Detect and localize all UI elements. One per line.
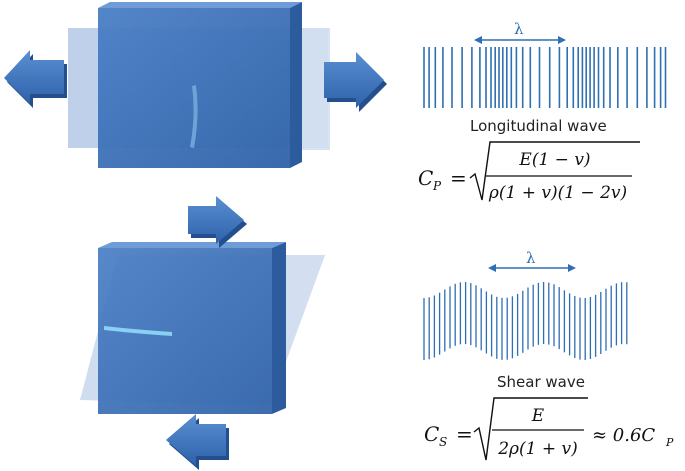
block-side-face — [272, 242, 286, 414]
shear-wave-caption: Shear wave — [497, 373, 585, 391]
arrow-left-icon — [166, 414, 229, 470]
longitudinal-wavelength-label: λ — [514, 20, 524, 38]
longitudinal-wave-caption: Longitudinal wave — [470, 117, 607, 135]
eq-equals: = — [456, 422, 473, 446]
eq-denominator: 2ρ(1 + v) — [497, 439, 578, 459]
block-top-face — [98, 2, 302, 8]
longitudinal-block-group — [4, 2, 387, 168]
eq-lhs: C — [424, 422, 439, 446]
eq-approx: ≈ 0.6C — [592, 425, 655, 446]
eq-lhs-sub: S — [439, 435, 447, 449]
longitudinal-equation: C P = E(1 − v) ρ(1 + v)(1 − 2v) — [418, 141, 640, 203]
shear-wavelength-label: λ — [526, 249, 536, 267]
shear-wave-lines — [423, 282, 628, 360]
block-side-face — [290, 2, 302, 168]
radical-sign — [469, 141, 640, 201]
radical-sign — [473, 397, 588, 461]
block-top-face — [98, 242, 286, 248]
longitudinal-wave-lines — [423, 47, 667, 108]
shear-block-group — [80, 196, 325, 470]
vertical-crack — [190, 85, 198, 148]
eq-lhs-sub: P — [432, 179, 442, 193]
eq-approx-sub: P — [665, 436, 674, 449]
shear-equation: C S = E 2ρ(1 + v) ≈ 0.6C P — [424, 397, 674, 461]
eq-numerator: E(1 − v) — [518, 150, 590, 170]
arrow-right-icon — [188, 196, 247, 248]
arrow-left-icon — [4, 50, 67, 108]
eq-lhs: C — [418, 166, 433, 190]
double-headed-arrow-icon — [474, 36, 566, 44]
arrow-right-icon — [324, 52, 387, 112]
horizontal-crack — [104, 326, 172, 336]
double-headed-arrow-icon — [488, 264, 576, 272]
eq-numerator: E — [531, 406, 545, 426]
eq-denominator: ρ(1 + v)(1 − 2v) — [488, 183, 627, 203]
eq-equals: = — [450, 166, 467, 190]
